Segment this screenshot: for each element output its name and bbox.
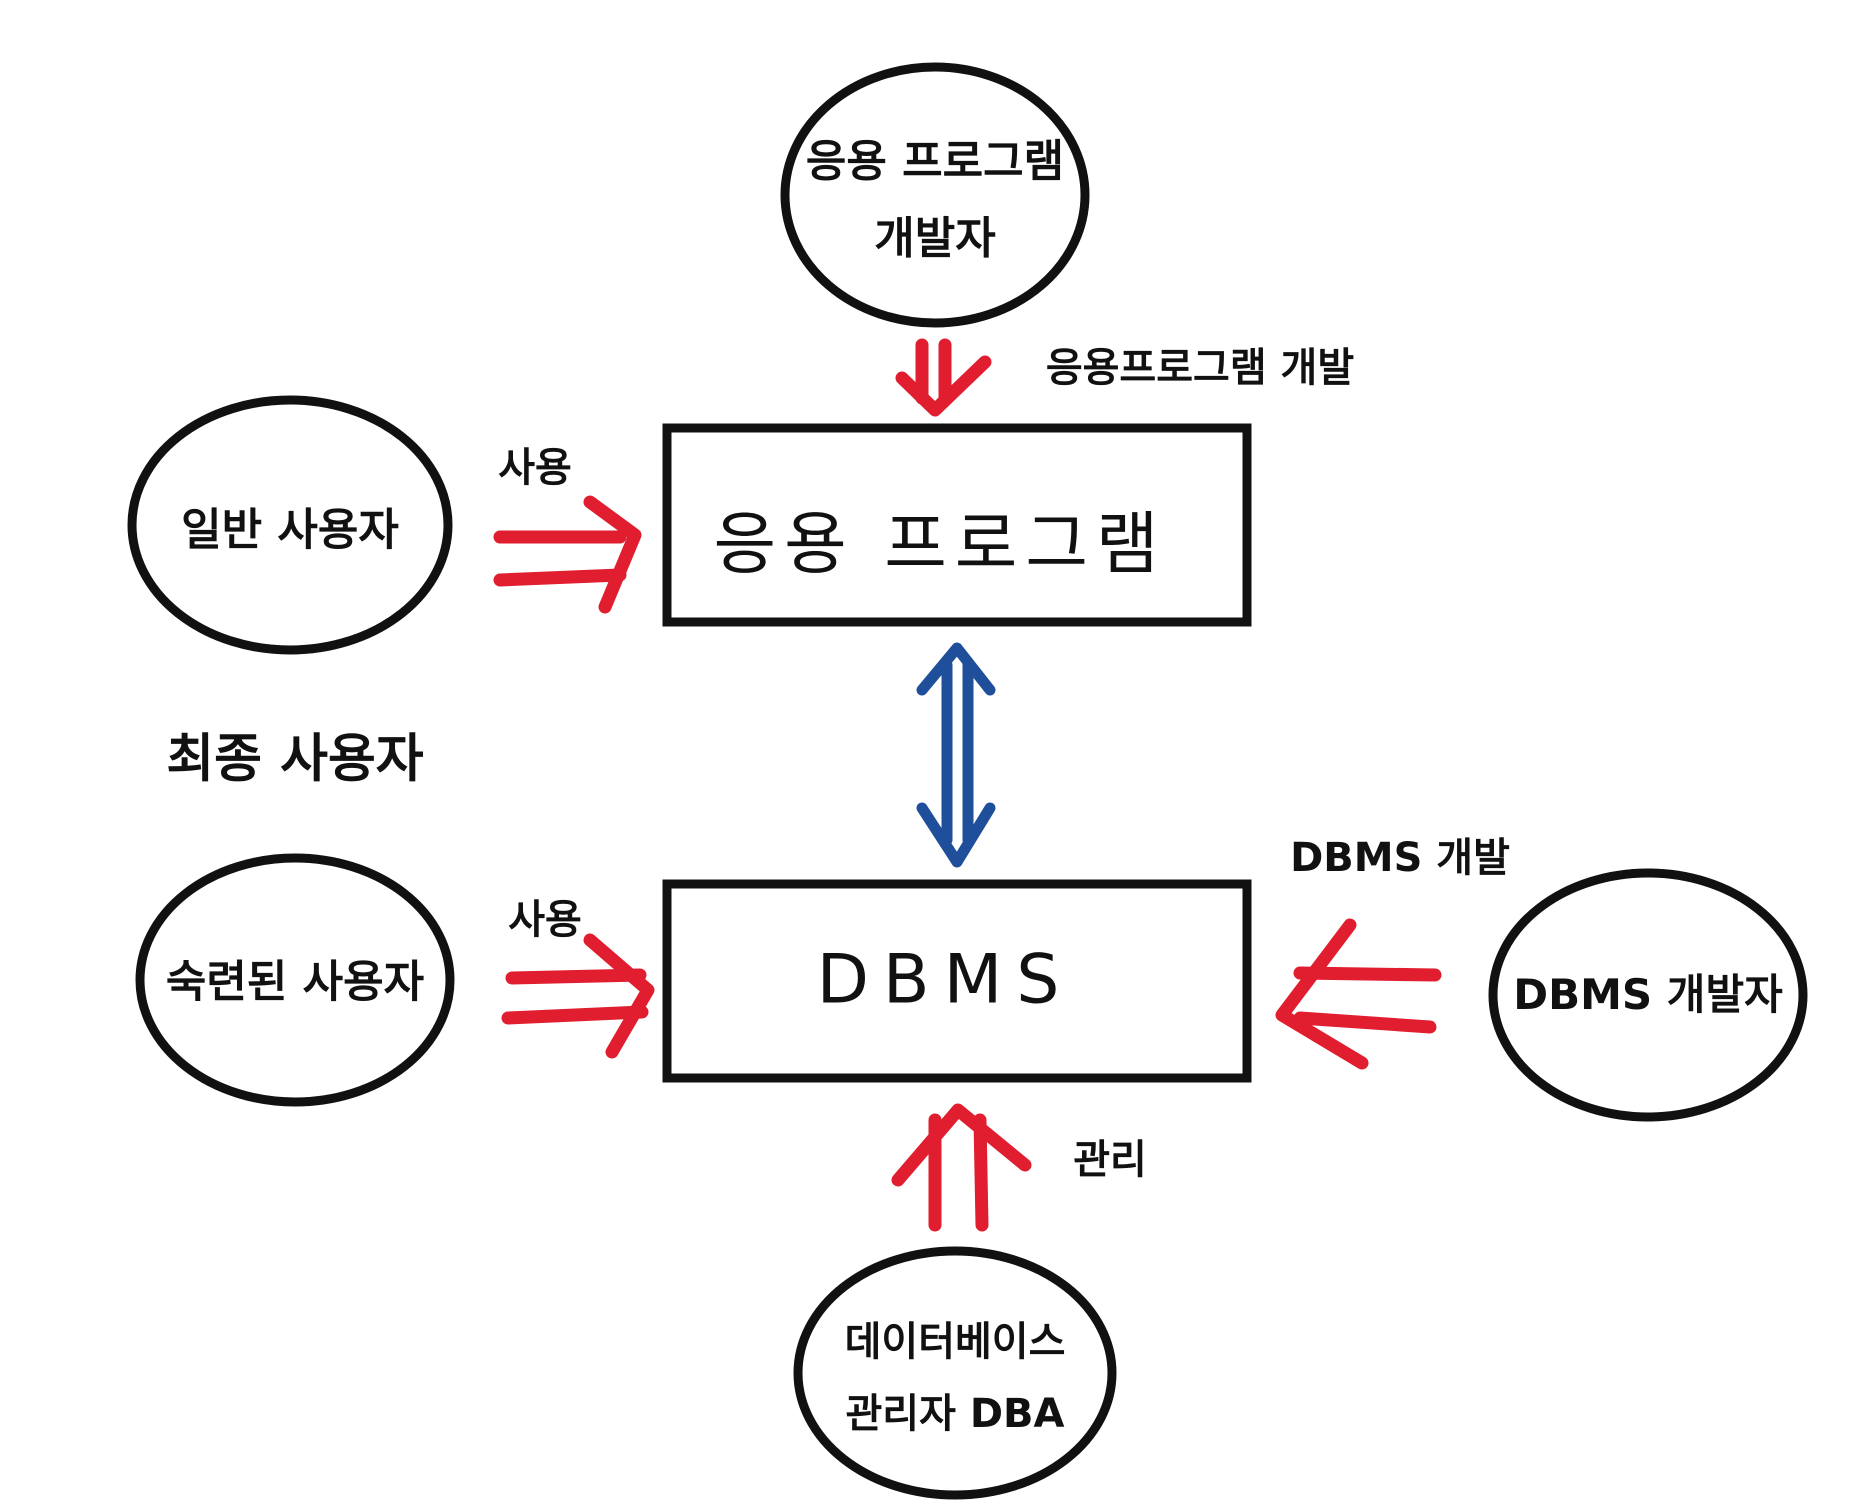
dbms-developer-label: DBMS 개발자 bbox=[1513, 969, 1783, 1019]
skilled-user-label: 숙련된 사용자 bbox=[165, 956, 425, 1008]
manage-edge-label: 관리 bbox=[1073, 1137, 1147, 1183]
dbms-developer-ellipse bbox=[1488, 868, 1808, 1122]
dbms-dev-edge-label: DBMS 개발 bbox=[1290, 835, 1510, 881]
skilled-user-ellipse bbox=[135, 853, 455, 1107]
application-box bbox=[662, 423, 1252, 627]
dba-ellipse bbox=[793, 1246, 1117, 1500]
dbms-box bbox=[662, 879, 1252, 1083]
app-dev-arrow bbox=[895, 338, 992, 417]
manage-arrow bbox=[891, 1103, 1032, 1232]
skilled-use-edge-label: 사용 bbox=[508, 897, 582, 943]
app-dbms-arrow bbox=[916, 642, 996, 868]
dbms-box-label: DBMS bbox=[816, 940, 1074, 1020]
app-dev-edge-label: 응용프로그램 개발 bbox=[1045, 345, 1355, 391]
general-user-label: 일반 사용자 bbox=[181, 504, 399, 556]
app-developer-label: 응용 프로그램 개발자 bbox=[805, 136, 1065, 264]
skilled-use-arrow bbox=[501, 933, 655, 1059]
general-use-arrow bbox=[493, 495, 642, 614]
app-developer-ellipse bbox=[780, 62, 1090, 328]
dbms-dev-arrow bbox=[1275, 918, 1442, 1070]
dba-label: 데이터베이스 관리자 DBA bbox=[844, 1319, 1066, 1437]
general-user-ellipse bbox=[127, 395, 453, 655]
general-use-edge-label: 사용 bbox=[498, 445, 572, 491]
end-users-group-label: 최종 사용자 bbox=[166, 729, 424, 790]
application-box-label: 응용 프로그램 bbox=[713, 505, 1167, 585]
